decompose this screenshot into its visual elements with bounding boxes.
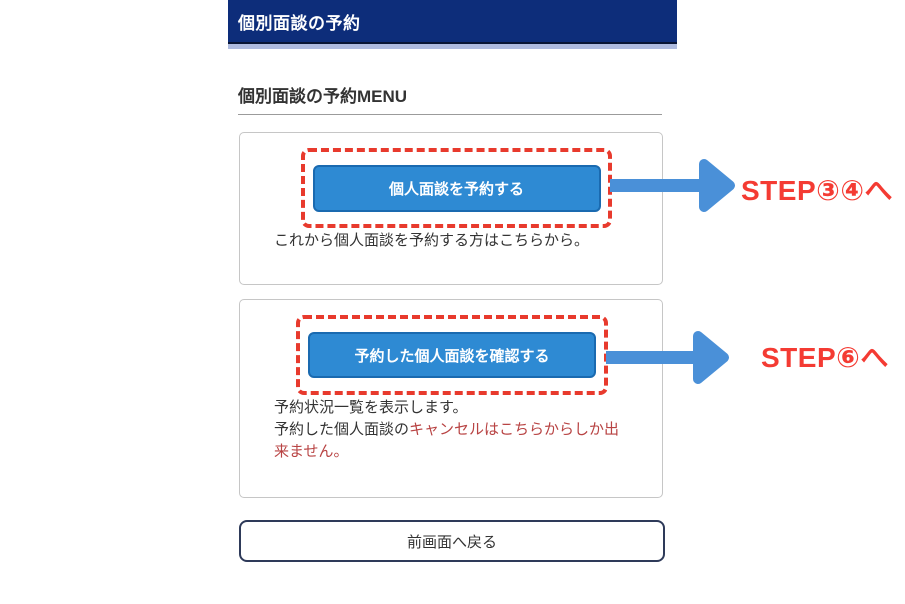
page-header-title: 個別面談の予約 [238, 13, 361, 33]
arrow-right-icon [610, 159, 735, 212]
page-header: 個別面談の予約 [228, 0, 677, 44]
confirm-reservation-button[interactable]: 予約した個人面談を確認する [308, 332, 596, 378]
cancel-warning-text: キャンセルはこちらからしか出来ません。 [274, 421, 620, 460]
reserve-interview-card: 個人面談を予約する これから個人面談を予約する方はこちらから。 [239, 132, 663, 285]
description-prefix: 予約した個人面談の [274, 421, 410, 438]
step-annotation-1: STEP③④へ [741, 175, 894, 206]
confirm-reservation-card: 予約した個人面談を確認する 予約状況一覧を表示します。予約した個人面談のキャンセ… [239, 299, 663, 498]
step-annotation-2: STEP⑥へ [761, 342, 889, 373]
reserve-interview-description: これから個人面談を予約する方はこちらから。 [274, 232, 590, 249]
reserve-interview-button[interactable]: 個人面談を予約する [312, 164, 601, 212]
description-line1: 予約状況一覧を表示します。 [274, 399, 468, 416]
arrow-right-icon [606, 331, 729, 384]
red-dashed-highlight: 個人面談を予約する [301, 148, 612, 228]
confirm-reservation-description: 予約状況一覧を表示します。予約した個人面談のキャンセルはこちらからしか出来ません… [274, 397, 630, 463]
back-button[interactable]: 前画面へ戻る [239, 520, 665, 562]
red-dashed-highlight: 予約した個人面談を確認する [296, 315, 608, 395]
menu-heading: 個別面談の予約MENU [238, 82, 662, 115]
